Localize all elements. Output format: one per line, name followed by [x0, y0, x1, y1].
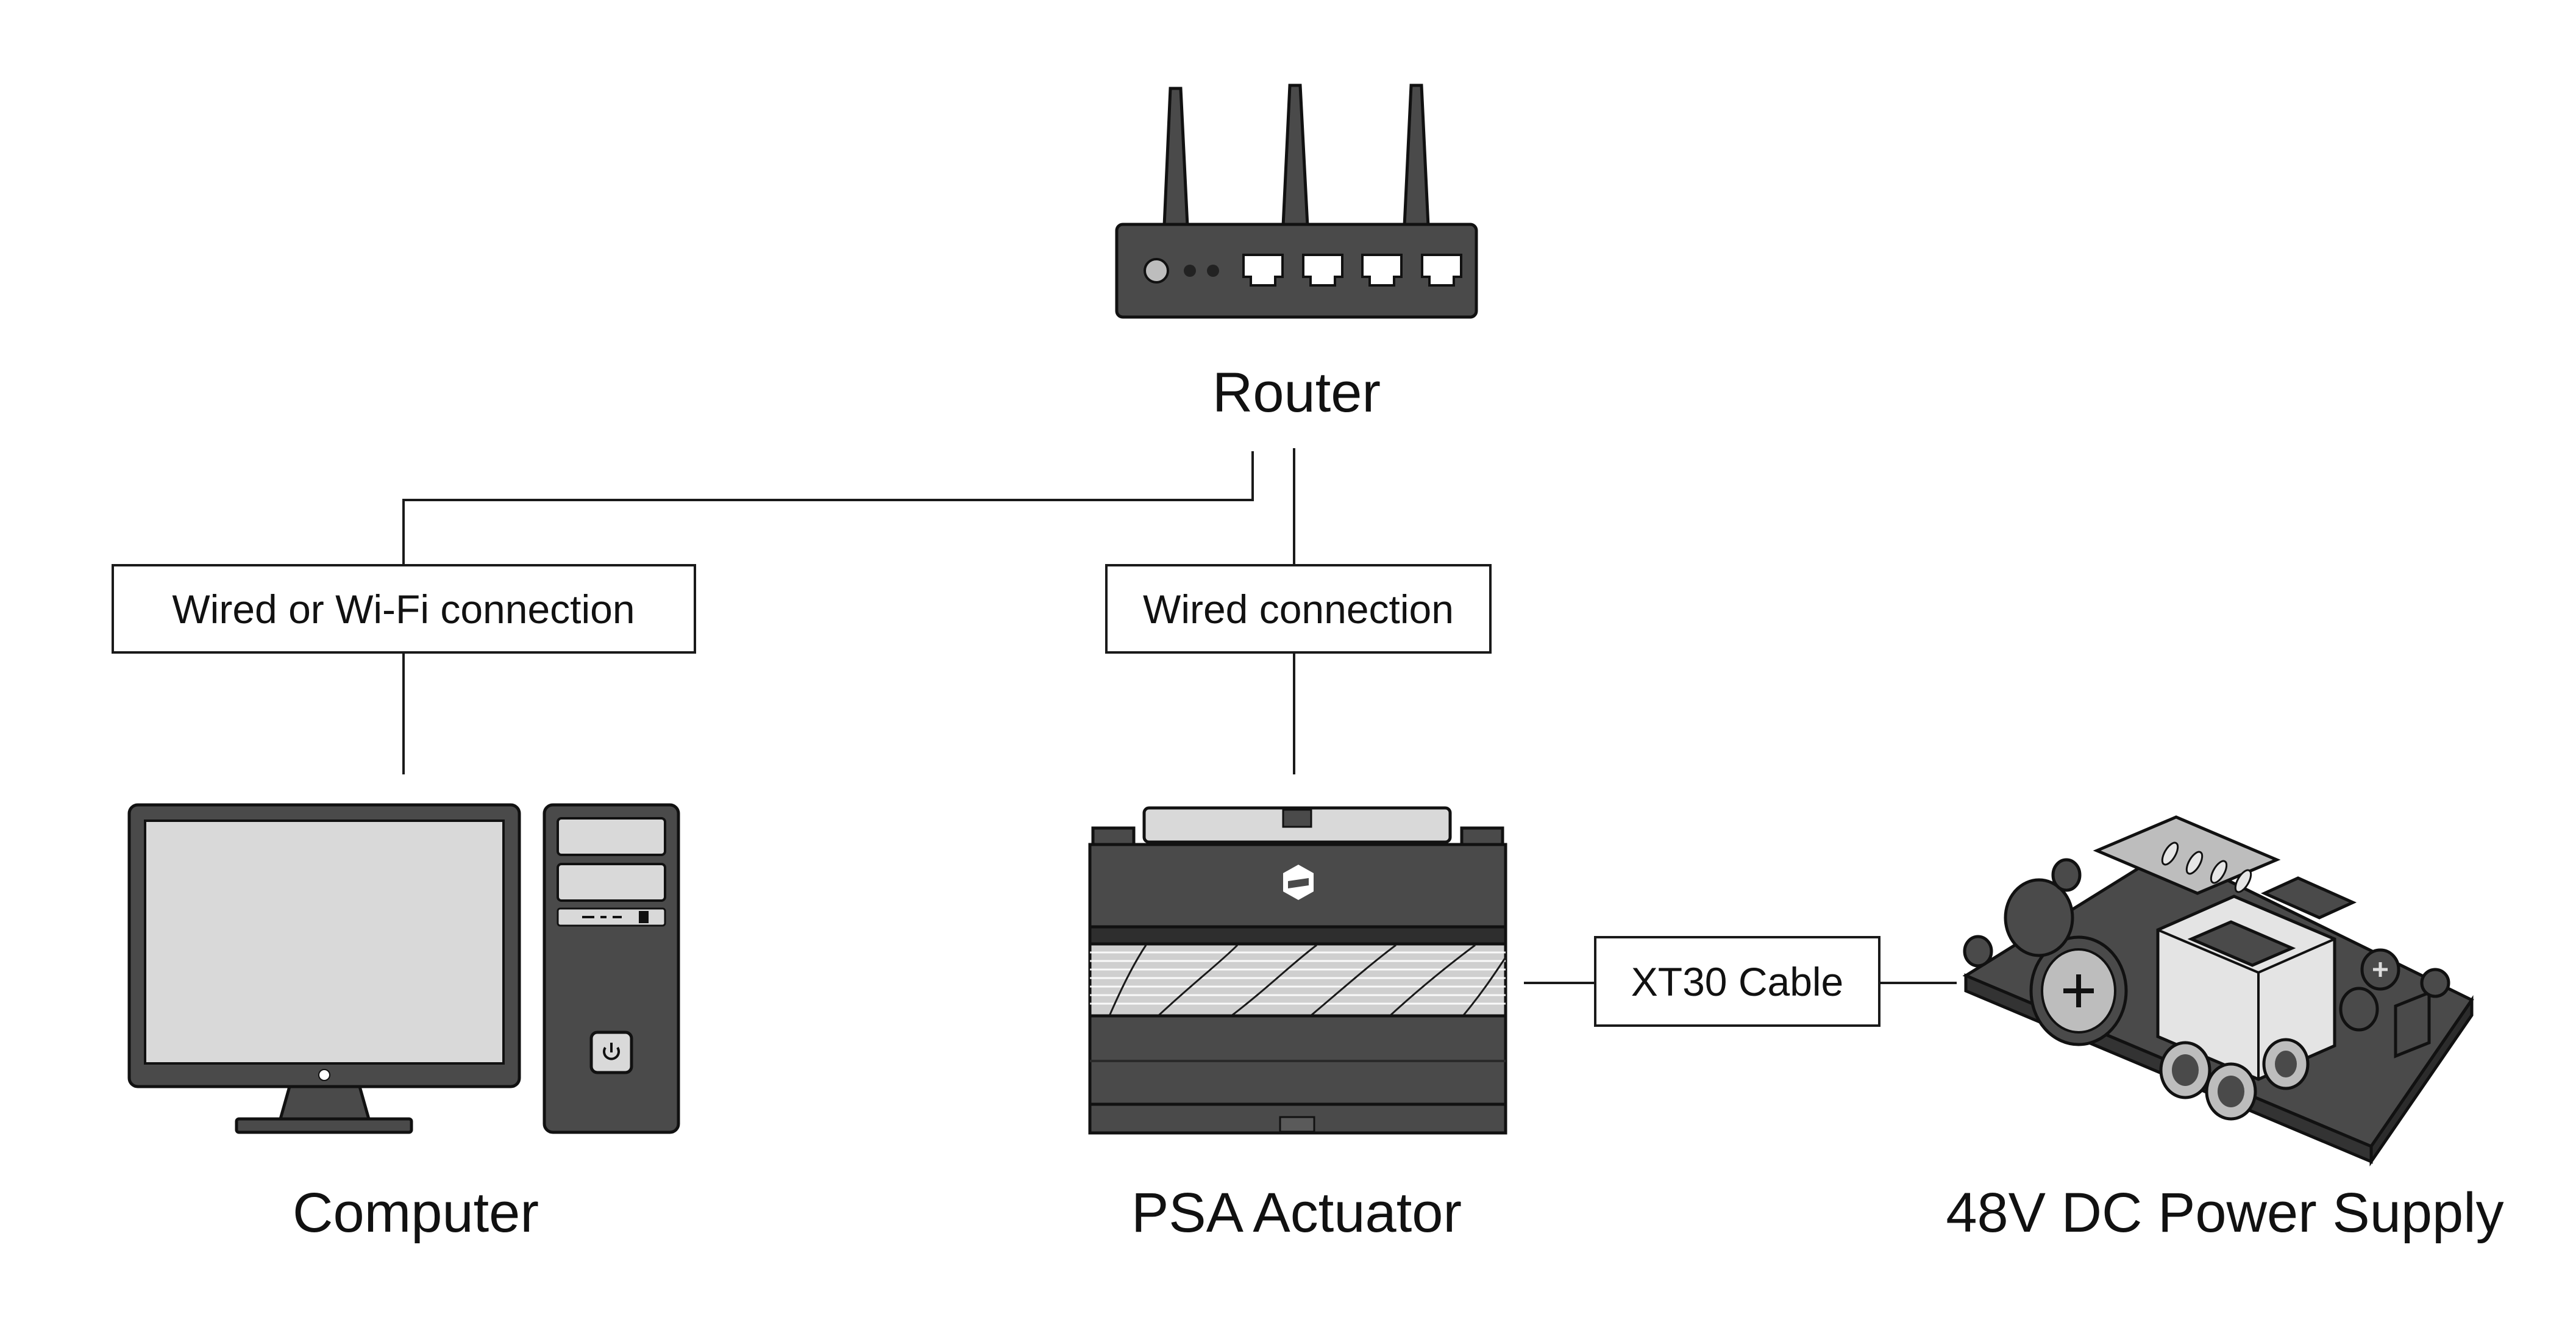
power-supply-icon: [1962, 815, 2474, 1167]
label-wired-or-wifi: Wired or Wi-Fi connection: [112, 564, 696, 654]
connection-label-actuator: Wired connection: [1143, 587, 1454, 632]
connection-label-computer: Wired or Wi-Fi connection: [172, 587, 635, 632]
computer-tower-icon: [543, 803, 680, 1134]
power-button-icon: [589, 1030, 633, 1074]
actuator-icon: [1088, 806, 1507, 1135]
connection-label-power: XT30 Cable: [1631, 959, 1844, 1004]
line-router-to-computer-top: [402, 451, 1254, 564]
connection-lines: [402, 448, 1957, 984]
brand-logo-icon: [1283, 865, 1314, 900]
label-xt30: XT30 Cable: [1594, 936, 1880, 1027]
actuator-label: PSA Actuator: [1131, 1182, 1462, 1244]
label-wired: Wired connection: [1105, 564, 1492, 654]
computer-label: Computer: [293, 1182, 539, 1244]
router-label: Router: [1212, 362, 1381, 424]
monitor-icon: [127, 803, 521, 1134]
router-icon: [1115, 84, 1478, 319]
power-supply-label: 48V DC Power Supply: [1946, 1182, 2503, 1244]
